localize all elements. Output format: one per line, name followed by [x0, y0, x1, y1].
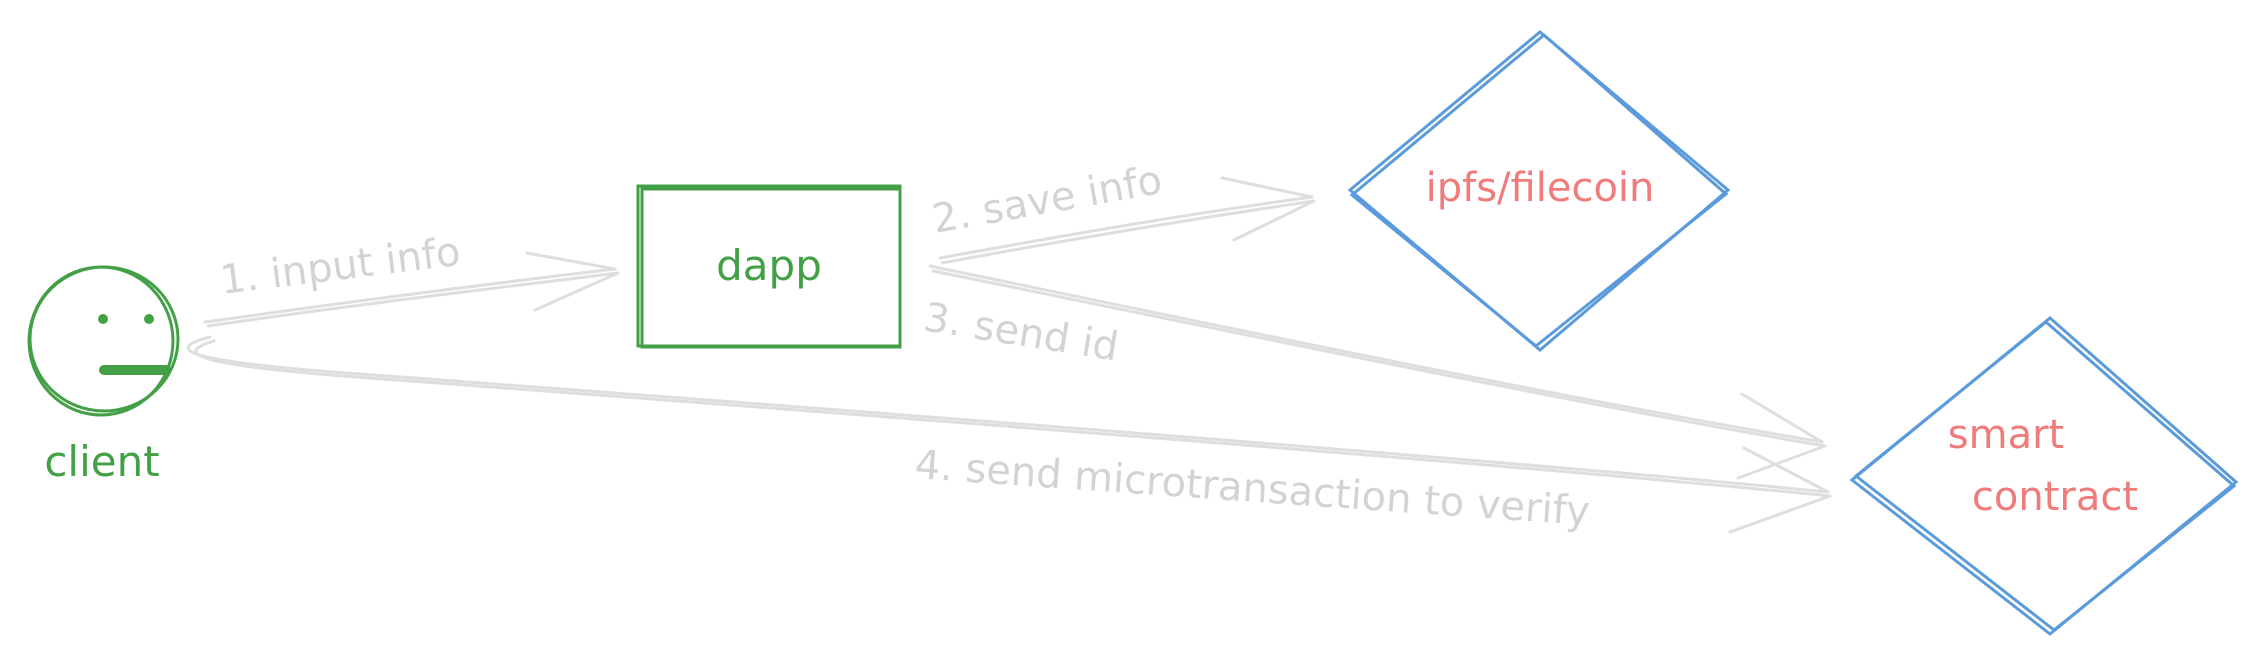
arrows	[186, 176, 1832, 534]
arrow-send-id	[928, 264, 1827, 480]
arrow-save-info	[938, 176, 1316, 265]
storage-label: ipfs/filecoin	[1426, 165, 1655, 211]
contract-label-line1: smart	[1948, 412, 2064, 458]
dapp-box	[636, 184, 902, 349]
storage-diamond	[1347, 30, 1731, 352]
contract-label-line2: contract	[1972, 474, 2138, 520]
neutral-face-icon	[27, 265, 180, 417]
arrow-microtransaction	[186, 335, 1832, 534]
client-node[interactable]: client	[27, 265, 180, 486]
contract-diamond	[1849, 316, 2239, 636]
storage-node[interactable]: ipfs/filecoin	[1347, 30, 1731, 352]
arrow-input-info	[203, 251, 620, 328]
edge-label-send-id: 3. send id	[920, 294, 1121, 370]
client-label: client	[44, 437, 159, 486]
dapp-node[interactable]: dapp	[636, 184, 902, 349]
edge-label-microtransaction: 4. send microtransaction to verify	[913, 442, 1591, 535]
contract-node[interactable]: smart contract	[1849, 316, 2239, 636]
dapp-label: dapp	[716, 241, 822, 290]
